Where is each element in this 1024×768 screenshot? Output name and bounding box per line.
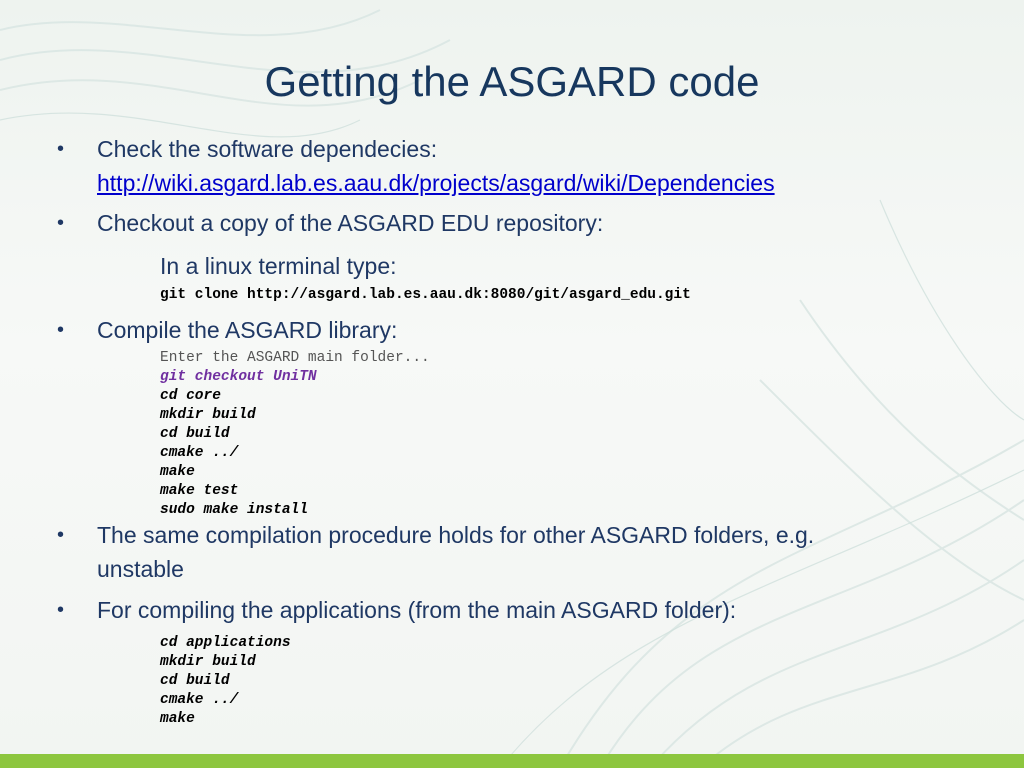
bullet-dot: • [57, 319, 65, 341]
code-line: mkdir build [160, 407, 256, 423]
code-line: cd build [160, 426, 230, 442]
code-line: sudo make install [160, 502, 308, 518]
code-line: make [160, 464, 195, 480]
code-line: cmake ../ [160, 445, 239, 461]
bullet-text: Checkout a copy of the ASGARD EDU reposi… [97, 210, 604, 236]
code-line: make [160, 711, 195, 727]
code-line: cmake ../ [160, 692, 239, 708]
code-intro: Enter the ASGARD main folder... [160, 350, 430, 366]
footer-bar [0, 754, 1024, 768]
bullet-dot: • [57, 138, 65, 160]
bullet-text: For compiling the applications (from the… [97, 597, 737, 623]
terminal-instruction: In a linux terminal type: [160, 253, 397, 279]
code-line: cd applications [160, 635, 291, 651]
code-checkout: git checkout UniTN [160, 369, 317, 385]
slide-title: Getting the ASGARD code [264, 58, 760, 105]
code-line: mkdir build [160, 654, 256, 670]
code-line: make test [160, 483, 239, 499]
bullet-text: Compile the ASGARD library: [97, 317, 398, 343]
bullet-dot: • [57, 599, 65, 621]
code-line: cd core [160, 388, 221, 404]
bullet-text-cont: unstable [97, 556, 184, 582]
dependencies-link[interactable]: http://wiki.asgard.lab.es.aau.dk/project… [97, 170, 775, 196]
bullet-text: Check the software dependecies: [97, 136, 438, 162]
git-clone-command: git clone http://asgard.lab.es.aau.dk:80… [160, 287, 691, 303]
bullet-dot: • [57, 212, 65, 234]
code-line: cd build [160, 673, 230, 689]
bullet-dot: • [57, 524, 65, 546]
bullet-text: The same compilation procedure holds for… [97, 522, 815, 548]
